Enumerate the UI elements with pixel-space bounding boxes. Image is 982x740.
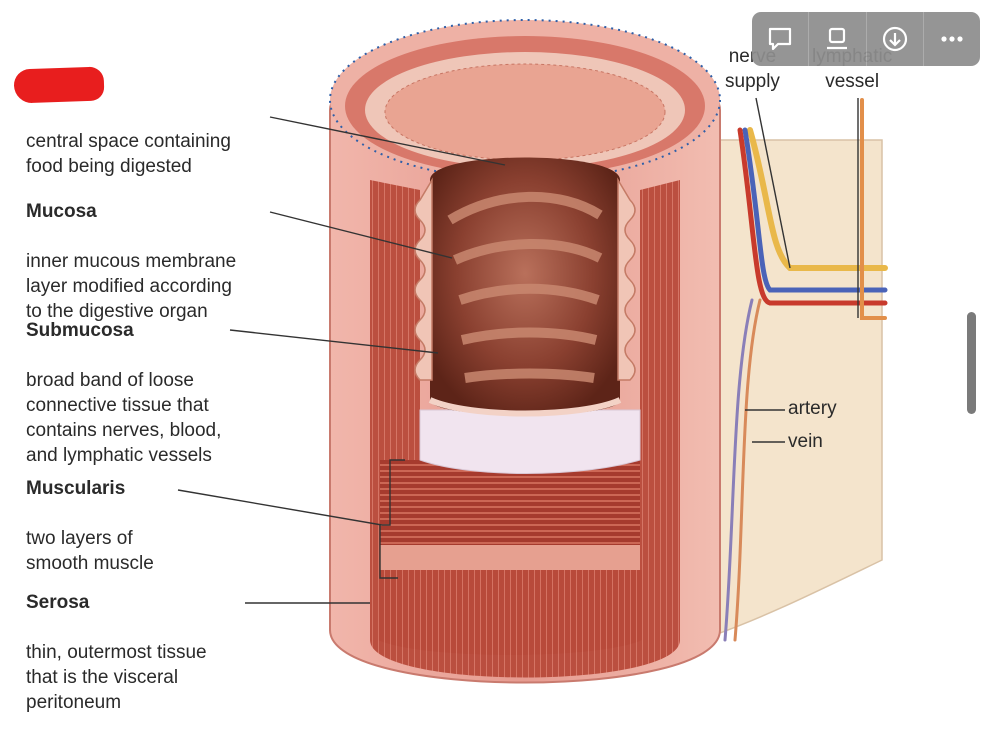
- download-icon: [882, 26, 907, 52]
- label-artery: artery: [788, 398, 837, 419]
- label-lumen: central space containing food being dige…: [26, 104, 231, 204]
- vertical-scrollbar[interactable]: [967, 312, 976, 414]
- label-lumen-desc: central space containing food being dige…: [26, 131, 231, 177]
- redaction-mark: [13, 66, 105, 104]
- lumen-folds: [447, 191, 603, 383]
- more-icon: [941, 36, 963, 42]
- comment-icon: [769, 27, 792, 51]
- leader-lines: [177, 97, 859, 604]
- download-button[interactable]: [867, 12, 924, 66]
- label-muscularis-desc: two layers of smooth muscle: [26, 528, 154, 574]
- label-mucosa-desc: inner mucous membrane layer modified acc…: [26, 251, 237, 322]
- label-submucosa-desc: broad band of loose connective tissue th…: [26, 370, 222, 466]
- muscularis-longitudinal: [378, 570, 642, 655]
- label-serosa-desc: thin, outermost tissue that is the visce…: [26, 642, 207, 713]
- label-vein: vein: [788, 431, 823, 452]
- label-serosa-title: Serosa: [26, 592, 90, 613]
- present-icon: [827, 27, 848, 50]
- label-submucosa: Submucosa broad band of loose connective…: [26, 293, 221, 493]
- mesentery-vessels: [723, 98, 888, 642]
- label-muscularis: Muscularis two layers of smooth muscle: [26, 451, 154, 601]
- more-button[interactable]: [924, 12, 980, 66]
- digestive-wall-illustration: [177, 19, 888, 684]
- label-submucosa-title: Submucosa: [26, 320, 134, 341]
- label-mucosa-title: Mucosa: [26, 201, 97, 222]
- comment-button[interactable]: [752, 12, 810, 66]
- villi-left: [414, 177, 433, 381]
- muscularis-circular: [380, 460, 640, 560]
- label-serosa: Serosa thin, outermost tissue that is th…: [26, 565, 207, 740]
- mesentery-sheet: [699, 139, 883, 642]
- mucosa-edge: [428, 397, 622, 417]
- diagram-stage: central space containing food being dige…: [13, 12, 980, 713]
- label-mucosa: Mucosa inner mucous membrane layer modif…: [26, 174, 236, 349]
- villi-right: [617, 177, 636, 381]
- present-button[interactable]: [809, 12, 867, 66]
- submucosa-band: [419, 409, 641, 474]
- mucosa-ring: [384, 63, 666, 161]
- label-muscularis-title: Muscularis: [26, 478, 126, 499]
- muscularis-divider: [380, 545, 640, 575]
- image-toolbar: [752, 12, 980, 66]
